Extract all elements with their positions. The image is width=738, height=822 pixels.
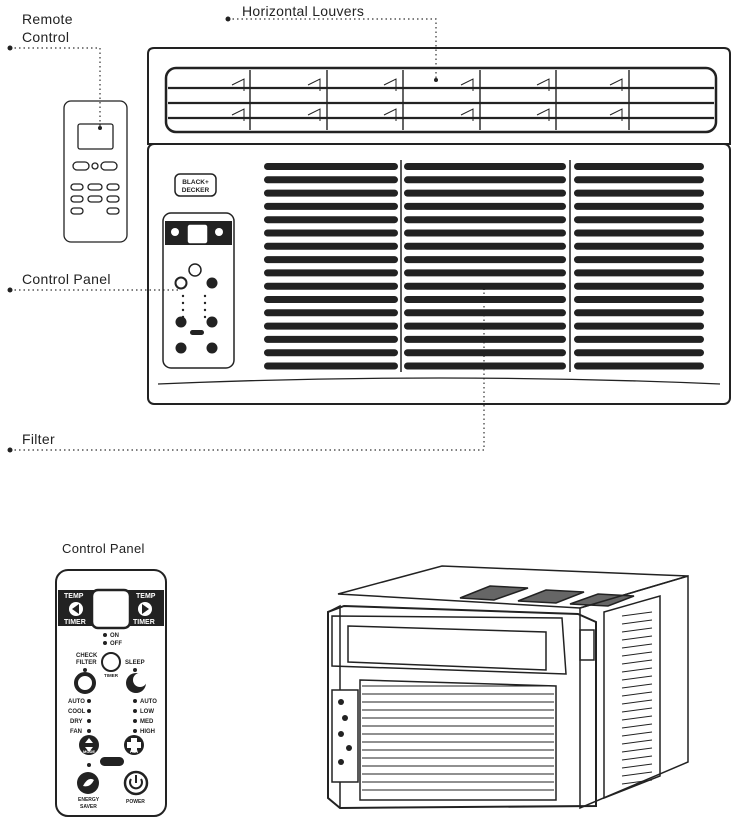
grille-bar — [404, 335, 566, 343]
grille-bar — [574, 229, 704, 237]
grille-bar — [264, 309, 398, 317]
grille-bar — [264, 362, 398, 370]
remote-control — [63, 100, 128, 243]
grille-bar — [264, 282, 398, 290]
grille-bar — [404, 256, 566, 264]
ac-unit-front — [147, 47, 731, 405]
grille-bar — [264, 189, 398, 197]
grille-bar — [574, 242, 704, 250]
grille-bar — [404, 216, 566, 224]
grille-bar — [404, 229, 566, 237]
grille-bar — [264, 229, 398, 237]
front-grille-filter — [264, 163, 704, 370]
grille-bar — [404, 309, 566, 317]
grille-bar — [264, 269, 398, 277]
brand-line-1: BLACK+ — [182, 179, 209, 186]
horizontal-louvers-label: Horizontal Louvers — [242, 3, 365, 19]
grille-bar — [574, 335, 704, 343]
grille-bar — [574, 322, 704, 330]
grille-bar — [574, 309, 704, 317]
brand-line-2: DECKER — [182, 187, 210, 194]
grille-bar — [574, 189, 704, 197]
grille-bar — [404, 362, 566, 370]
grille-bar — [264, 216, 398, 224]
grille-bar — [264, 349, 398, 357]
grille-bar — [404, 322, 566, 330]
grille-bar — [574, 163, 704, 170]
grille-bar — [574, 362, 704, 370]
grille-bar — [404, 349, 566, 357]
grille-bar — [574, 256, 704, 264]
control-panel-label: Control Panel — [22, 271, 111, 287]
grille-bar — [404, 189, 566, 197]
grille-bar — [404, 269, 566, 277]
grille-bar — [574, 296, 704, 303]
horizontal-louvers — [168, 86, 714, 120]
grille-bar — [264, 335, 398, 343]
grille-bar — [264, 296, 398, 303]
grille-bar — [264, 176, 398, 184]
grille-bar — [264, 202, 398, 210]
filter-label: Filter — [22, 431, 55, 447]
grille-bar — [574, 282, 704, 290]
grille-bar — [264, 242, 398, 250]
grille-bar — [574, 216, 704, 224]
brand-logo: BLACK+ DECKER — [182, 179, 210, 194]
grille-bar — [574, 176, 704, 184]
detail-panel-title: Control Panel — [62, 541, 145, 556]
grille-bar — [264, 256, 398, 264]
grille-bar — [404, 202, 566, 210]
grille-bar — [264, 163, 398, 170]
grille-bar — [404, 163, 566, 170]
grille-bar — [404, 296, 566, 303]
grille-bar — [404, 176, 566, 184]
grille-bar — [264, 322, 398, 330]
grille-bar — [404, 242, 566, 250]
grille-bar — [404, 282, 566, 290]
remote-control-label-1: Remote — [22, 11, 73, 27]
mini-control-panel — [165, 221, 232, 354]
grille-bar — [574, 269, 704, 277]
grille-bar — [574, 202, 704, 210]
remote-control-label-2: Control — [22, 29, 70, 45]
grille-bar — [574, 349, 704, 357]
